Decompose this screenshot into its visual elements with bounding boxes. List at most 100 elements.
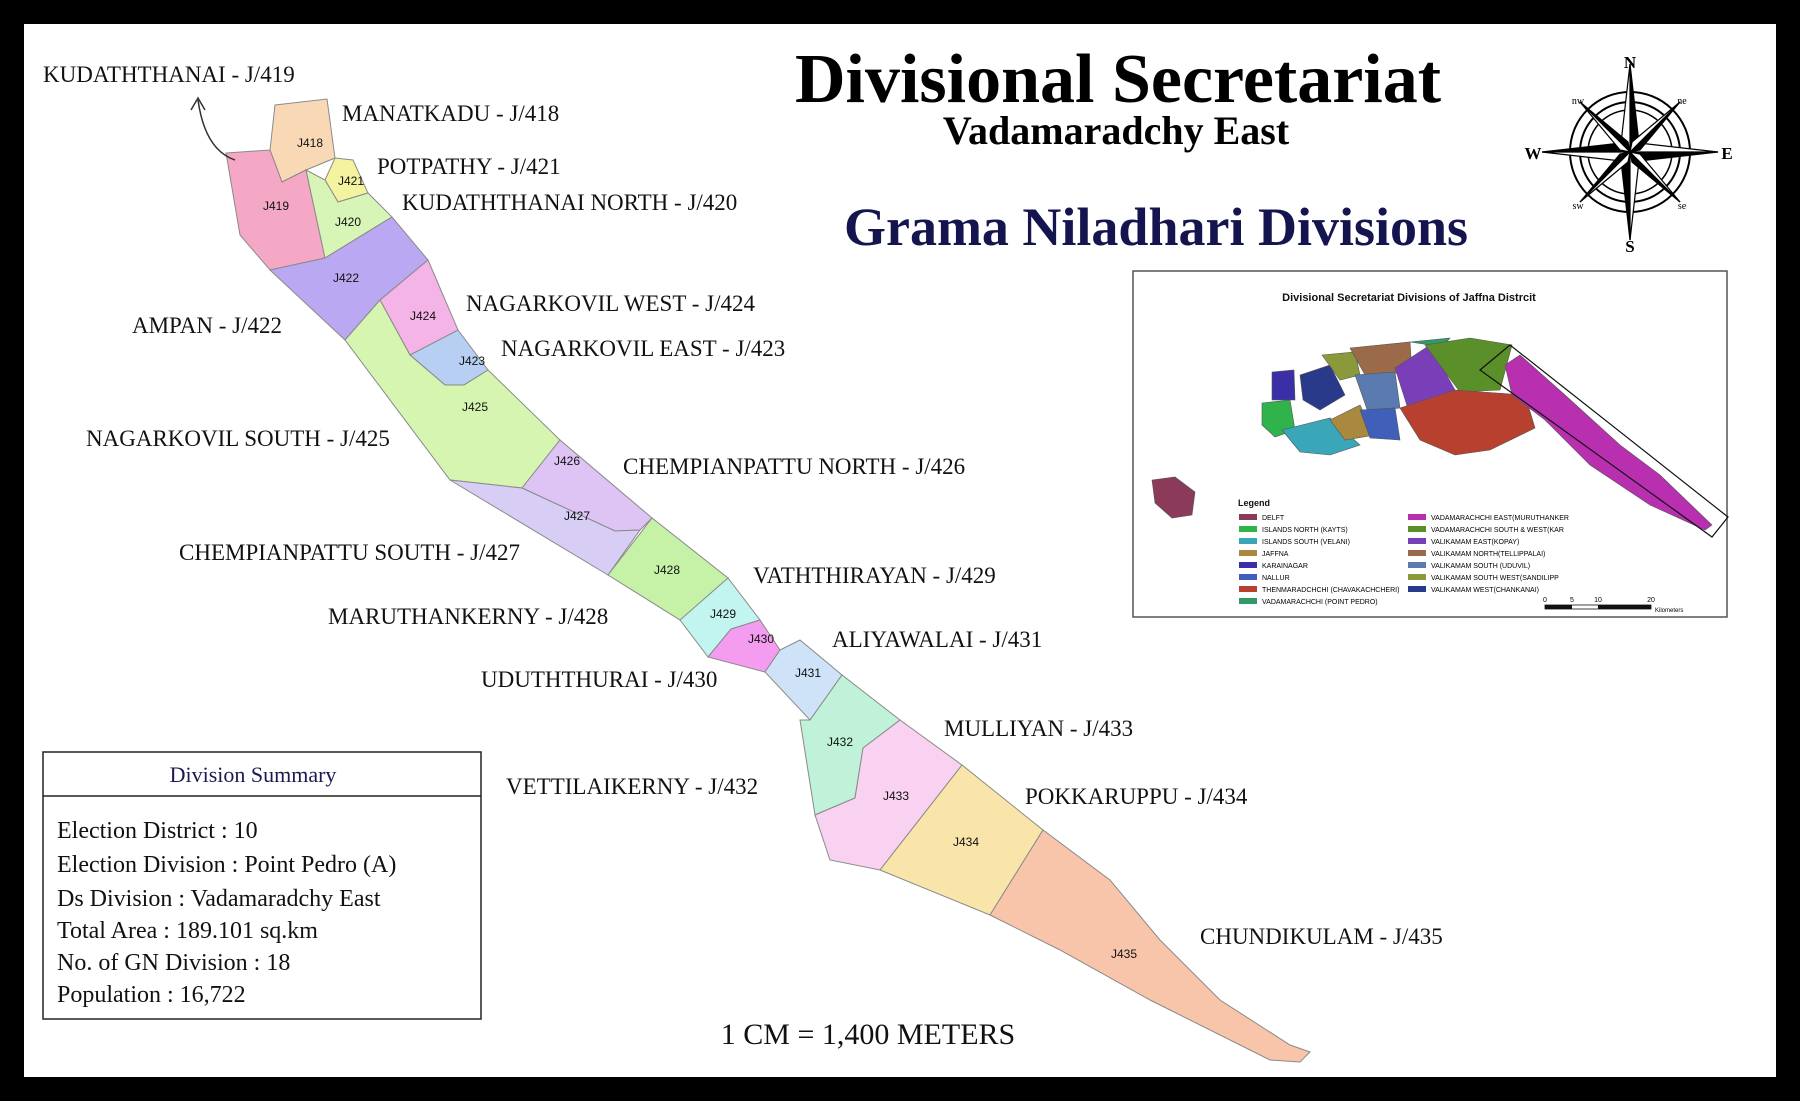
division-J427: [449, 479, 641, 576]
legend-item: NALLUR: [1239, 574, 1290, 582]
name-label-J426: CHEMPIANPATTU NORTH - J/426: [623, 454, 965, 479]
inset-region-karainagar: [1271, 369, 1296, 401]
name-label-J423: NAGARKOVIL EAST - J/423: [501, 336, 785, 361]
inset-region-delft: [1151, 476, 1196, 519]
arrow-head-icon: [190, 96, 206, 111]
inset-scale-bar: 0 5 10 20 Kilometers: [1543, 597, 1683, 614]
legend-label: DELFT: [1262, 515, 1285, 522]
legend-label: JAFFNA: [1262, 551, 1289, 558]
inset-region-velani: [1281, 417, 1361, 456]
division-codes: J418 J419 J420 J421 J422 J423 J424 J425 …: [263, 136, 1137, 961]
scale-tick: 5: [1570, 597, 1574, 604]
inset-region-chavakachcheri: [1399, 389, 1536, 456]
legend-label: VALIKAMAM NORTH(TELLIPPALAI): [1431, 551, 1545, 558]
legend-label: THENMARADCHCHI (CHAVAKACHCHERI): [1262, 587, 1399, 594]
name-label-J418: MANATKADU - J/418: [342, 101, 559, 126]
scale-tick: 10: [1594, 597, 1602, 604]
inset-regions: [1151, 337, 1713, 531]
legend-item: VALIKAMAM NORTH(TELLIPPALAI): [1408, 550, 1545, 558]
legend-item: VALIKAMAM SOUTH (UDUVIL): [1408, 562, 1530, 570]
scale-unit: Kilometers: [1655, 608, 1683, 614]
legend-label: ISLANDS NORTH (KAYTS): [1262, 527, 1348, 534]
code-label-J432: J432: [827, 735, 853, 749]
legend-item: THENMARADCHCHI (CHAVAKACHCHERI): [1239, 586, 1399, 594]
compass-east: E: [1721, 144, 1732, 163]
scale-tick: 0: [1543, 597, 1547, 604]
summary-line: No. of GN Division : 18: [57, 950, 290, 976]
legend-item: VADAMARACHCHI (POINT PEDRO): [1239, 598, 1378, 606]
code-label-J420: J420: [335, 215, 361, 229]
code-label-J422: J422: [333, 271, 359, 285]
summary-line: Election District : 10: [57, 818, 258, 844]
legend-item: KARAINAGAR: [1239, 562, 1308, 570]
legend-item: VADAMARACHCHI EAST(MURUTHANKER: [1408, 514, 1569, 522]
division-J431: [764, 639, 843, 721]
summary-line: Total Area : 189.101 sq.km: [57, 918, 318, 944]
code-label-J423: J423: [459, 354, 485, 368]
name-label-J432: VETTILAIKERNY - J/432: [506, 774, 758, 799]
gn-divisions-map: [225, 98, 1311, 1063]
code-label-J434: J434: [953, 835, 979, 849]
legend-label: VADAMARACHCHI SOUTH & WEST(KAR: [1431, 527, 1564, 534]
code-label-J418: J418: [297, 136, 323, 150]
inset-legend-title: Legend: [1238, 498, 1270, 508]
legend-label: VALIKAMAM EAST(KOPAY): [1431, 539, 1519, 546]
name-label-J428: MARUTHANKERNY - J/428: [328, 604, 608, 629]
inset-region-vadamaradchy-east: [1504, 354, 1713, 531]
inset-highlight-frame: [1479, 344, 1729, 538]
compass-nw: nw: [1572, 96, 1585, 107]
legend-item: VALIKAMAM WEST(CHANKANAI): [1408, 586, 1539, 594]
legend-label: VALIKAMAM SOUTH (UDUVIL): [1431, 563, 1530, 570]
division-J435: [989, 829, 1311, 1063]
compass-west: W: [1525, 144, 1542, 163]
summary-title: Division Summary: [170, 762, 337, 787]
code-label-J419: J419: [263, 199, 289, 213]
division-J430: [707, 619, 781, 673]
code-label-J431: J431: [795, 666, 821, 680]
code-label-J427: J427: [564, 509, 590, 523]
code-label-J429: J429: [710, 607, 736, 621]
compass-se: se: [1678, 201, 1687, 212]
summary-line: Ds Division : Vadamaradchy East: [57, 886, 381, 912]
code-label-J426: J426: [554, 454, 580, 468]
legend-item: JAFFNA: [1239, 550, 1289, 558]
scale-text: 1 CM = 1,400 METERS: [721, 1018, 1015, 1051]
name-label-J422: AMPAN - J/422: [132, 313, 282, 338]
legend-item: DELFT: [1239, 514, 1285, 522]
legend-item: ISLANDS SOUTH (VELANI): [1239, 538, 1350, 546]
leader-arrow: [197, 99, 236, 161]
code-label-J435: J435: [1111, 947, 1137, 961]
inset-title: Divisional Secretariat Divisions of Jaff…: [1282, 292, 1536, 304]
legend-label: VADAMARACHCHI (POINT PEDRO): [1262, 599, 1378, 606]
scale-tick: 20: [1647, 597, 1655, 604]
summary-line: Population : 16,722: [57, 982, 246, 1008]
code-label-J424: J424: [410, 309, 436, 323]
legend-label: KARAINAGAR: [1262, 563, 1308, 570]
legend-item: ISLANDS NORTH (KAYTS): [1239, 526, 1348, 534]
name-label-J429: VATHTHIRAYAN - J/429: [753, 563, 996, 588]
inset-region-valikamam-west: [1299, 364, 1346, 411]
compass-south: S: [1625, 237, 1634, 256]
name-label-J424: NAGARKOVIL WEST - J/424: [466, 291, 755, 316]
compass-ne: ne: [1677, 96, 1687, 107]
name-label-J419: KUDATHTHANAI - J/419: [43, 62, 295, 87]
name-label-J430: UDUTHTHURAI - J/430: [481, 667, 717, 692]
page-subtitle: Vadamaradchy East: [943, 108, 1290, 153]
legend-label: VALIKAMAM SOUTH WEST(SANDILIPP: [1431, 575, 1559, 582]
name-label-J427: CHEMPIANPATTU SOUTH - J/427: [179, 540, 520, 565]
code-label-J421: J421: [338, 174, 364, 188]
code-label-J425: J425: [462, 400, 488, 414]
name-label-J420: KUDATHTHANAI NORTH - J/420: [402, 190, 737, 215]
name-label-J434: POKKARUPPU - J/434: [1025, 784, 1248, 809]
compass-sw: sw: [1572, 201, 1584, 212]
code-label-J433: J433: [883, 789, 909, 803]
map-heading: Grama Niladhari Divisions: [844, 197, 1468, 257]
compass-north: N: [1624, 53, 1637, 72]
page-title: Divisional Secretariat: [795, 41, 1441, 118]
inset-region-nallur: [1359, 407, 1401, 441]
name-label-J435: CHUNDIKULAM - J/435: [1200, 924, 1443, 949]
inset-legend: DELFT ISLANDS NORTH (KAYTS) ISLANDS SOUT…: [1239, 514, 1569, 606]
division-names: KUDATHTHANAI - J/419 MANATKADU - J/418 P…: [43, 62, 1443, 949]
